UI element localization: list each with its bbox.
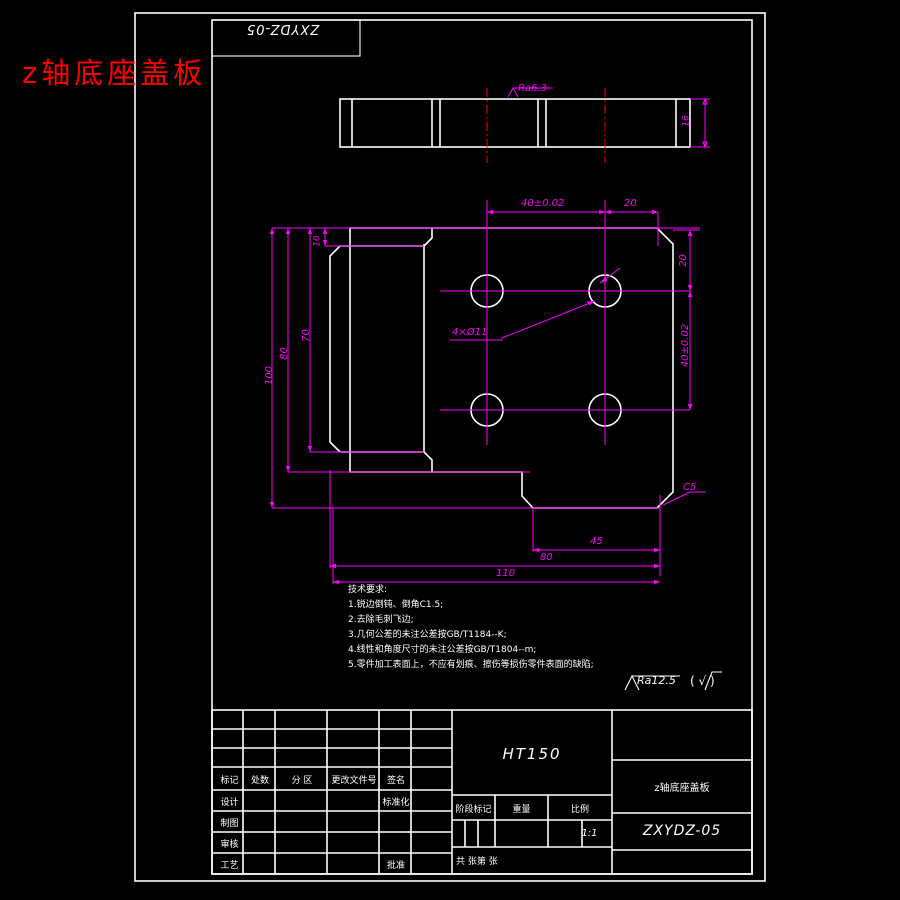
titleblock-row-mid-3: 批准: [386, 861, 405, 871]
titleblock-row-label-3: 工艺: [220, 861, 239, 871]
front-view-outline: [349, 227, 674, 509]
titleblock-rev-header-4: 签名: [386, 776, 405, 786]
label-dim-80-left: 80: [278, 347, 290, 360]
surface-finish-ra125-symbol: [624, 671, 722, 691]
titleblock-part-name: z轴底座盖板: [654, 783, 710, 794]
label-dim-110-bottom: 110: [496, 568, 516, 579]
tech-req-item-2: 2.去除毛刺飞边;: [348, 615, 414, 625]
titleblock-scale: 1:1: [581, 828, 598, 839]
tech-req-heading: 技术要求:: [348, 585, 388, 595]
titleblock-rev-header-1: 处数: [250, 776, 269, 786]
dim-bottom-45: [532, 495, 661, 576]
label-thickness-16: 16: [681, 115, 692, 127]
titleblock-rev-header-3: 更改文件号: [331, 776, 377, 786]
titleblock-material: HT150: [502, 745, 562, 763]
titleblock-row-label-0: 设计: [220, 798, 239, 808]
label-chamfer-c5: C5: [683, 482, 697, 493]
dim-top-40: [486, 209, 606, 288]
tech-req-item-5: 5.零件加工表面上，不应有划痕、擦伤等损伤零件表面的缺陷;: [348, 660, 594, 670]
dim-right-40: [673, 229, 700, 410]
titleblock-sheet-note: 共 张第 张: [456, 857, 498, 867]
front-view-pocket: [329, 228, 433, 472]
label-dim-20-top: 20: [624, 198, 637, 209]
hole-centerlines: [455, 290, 637, 442]
label-ra125-suffix: ( √ ): [690, 674, 715, 688]
titleblock-stage-header-0: 阶段标记: [455, 805, 492, 815]
titleblock-rev-header-0: 标记: [220, 776, 239, 786]
dim-right-20: [687, 230, 693, 291]
label-dim-45-bottom: 45: [590, 536, 603, 547]
dim-left-80: [285, 228, 530, 473]
titleblock-drawing-number: ZXYDZ-05: [642, 823, 722, 839]
hole-axis-lines: [440, 200, 690, 445]
section-view-geometry: [339, 98, 691, 148]
dim-left-70: [307, 228, 424, 453]
dim-bottom-110: [332, 508, 660, 585]
dim-left-100: [269, 227, 700, 509]
label-hole-callout: 4×Ø11: [452, 327, 488, 338]
dim-thickness-16: [690, 97, 710, 149]
technical-requirements-block: 技术要求: 1.锐边倒钝、倒角C1.5; 2.去除毛刺飞边; 3.几何公差的未注…: [348, 583, 594, 673]
title-block-frame: [211, 709, 753, 875]
dim-bottom-80: [329, 470, 660, 569]
sheet-outer-frame: [134, 12, 766, 882]
tech-req-item-3: 3.几何公差的未注公差按GB/T1184--K;: [348, 630, 507, 640]
chamfer-c5-leader: [662, 491, 706, 506]
label-dim-100-left: 100: [264, 365, 276, 386]
dim-left-10: [322, 227, 424, 247]
dim-top-20: [605, 209, 659, 246]
tech-req-item-1: 1.锐边倒钝、倒角C1.5;: [348, 600, 444, 610]
hole-group: [470, 274, 622, 427]
label-dim-10-left: 10: [312, 235, 323, 247]
label-ra63: Ra6.3: [518, 83, 547, 94]
label-dim-70-left: 70: [300, 329, 312, 342]
titleblock-stage-header-1: 重量: [512, 805, 531, 815]
titleblock-rev-header-2: 分 区: [291, 776, 313, 786]
label-dim-40-top: 40±0.02: [521, 198, 565, 209]
titleblock-row-label-2: 审核: [220, 840, 239, 850]
label-dim-40-right: 40±0.02: [680, 323, 692, 368]
titleblock-stage-header-2: 比例: [570, 805, 589, 815]
titleblock-row-label-1: 制图: [220, 819, 239, 829]
surface-finish-ra63-symbol: [507, 86, 553, 98]
titleblock-row-mid-0: 标准化: [382, 798, 410, 808]
label-dim-80-bottom: 80: [540, 552, 553, 563]
header-code-text: ZXYDZ-05: [246, 21, 320, 36]
label-dim-20-right: 20: [677, 254, 689, 267]
watermark-title: z轴底座盖板: [22, 56, 207, 90]
label-ra125: Ra12.5: [637, 674, 676, 687]
tech-req-item-4: 4.线性和角度尺寸的未注公差按GB/T1804--m;: [348, 645, 537, 655]
header-code-box: [211, 19, 361, 57]
hole-callout-leader: [450, 267, 621, 341]
